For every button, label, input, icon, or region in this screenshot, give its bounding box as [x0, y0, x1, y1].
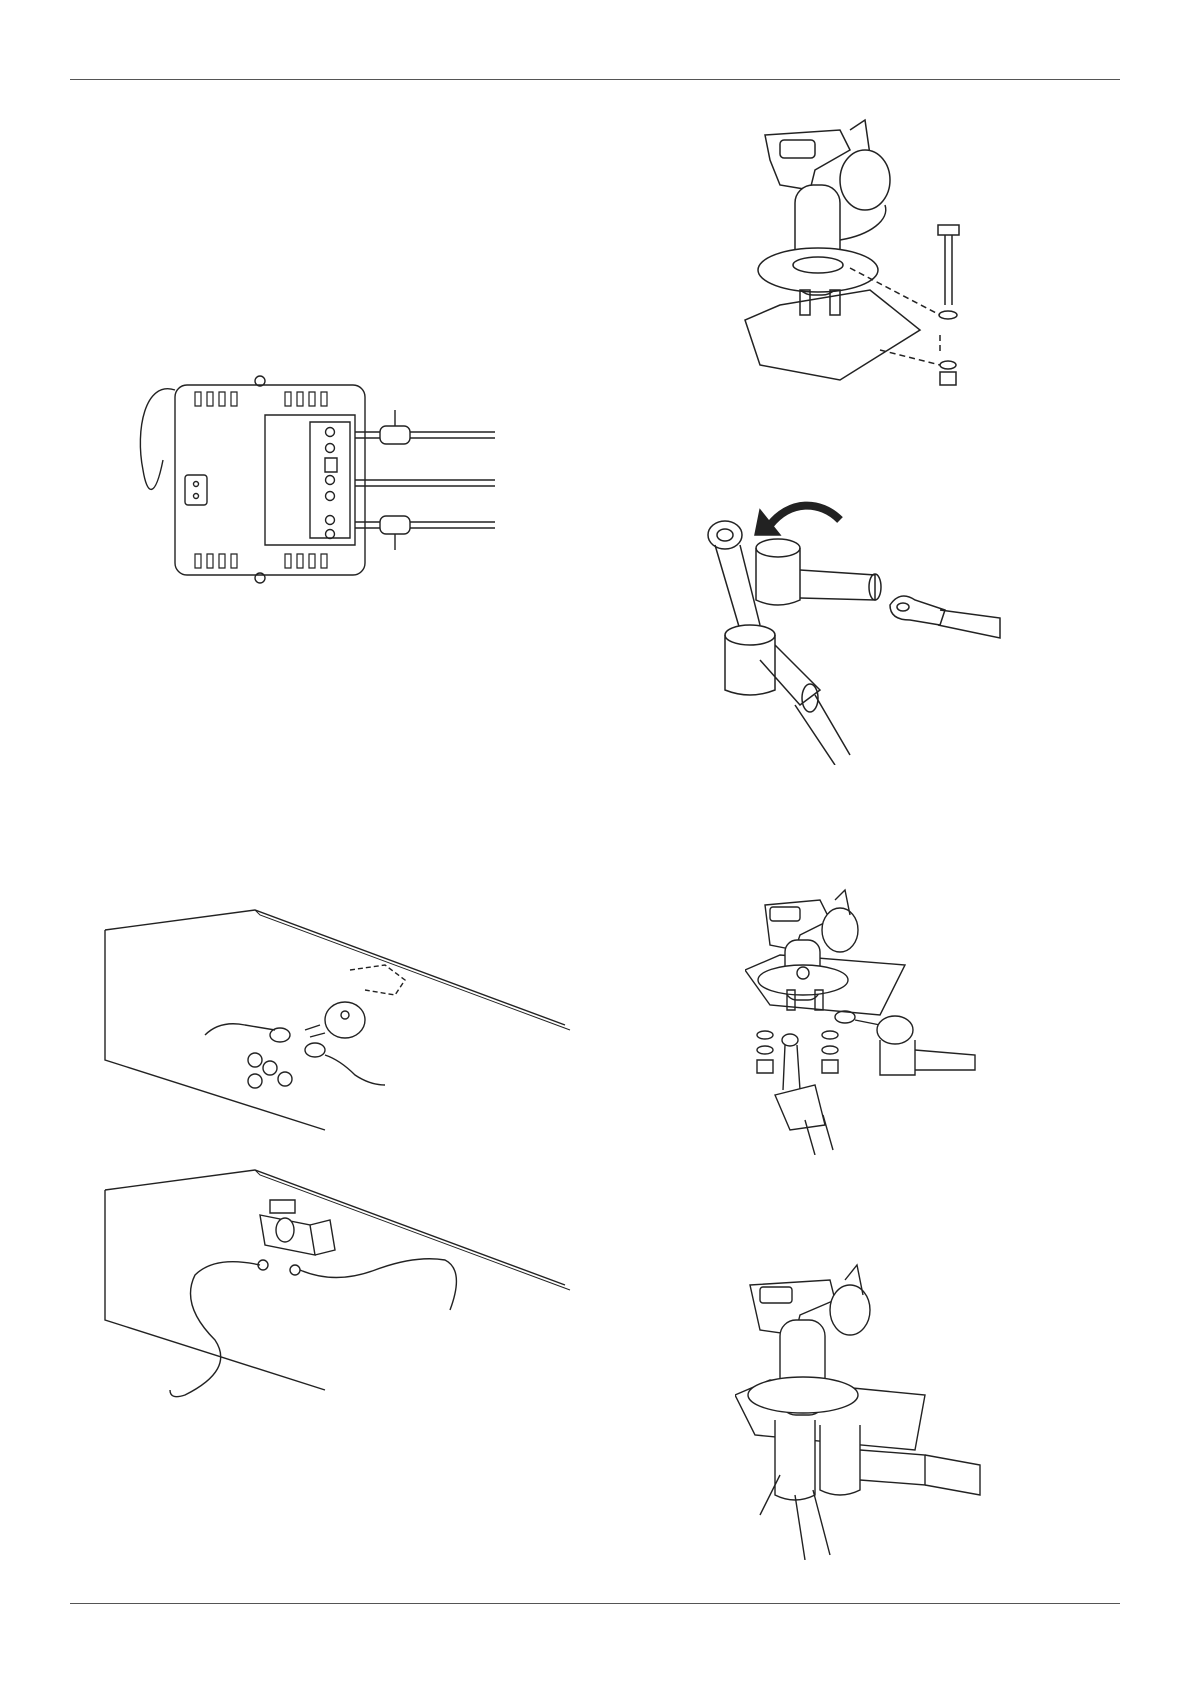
- footer-rule: [70, 1603, 1120, 1604]
- switch-installed-with-boots-illustration: [735, 1255, 995, 1560]
- panel-installed-switch-illustration: [95, 1145, 575, 1405]
- panel-mounting-cables-nuts-illustration: [95, 885, 575, 1145]
- battery-switch-bolt-mounting-illustration: [740, 110, 990, 405]
- cable-lug-boot-fitting-illustration: [700, 490, 1020, 765]
- switch-cable-connection-illustration: [745, 875, 985, 1155]
- header-rule: [70, 79, 1120, 80]
- control-unit-terminal-wiring-illustration: [135, 370, 500, 590]
